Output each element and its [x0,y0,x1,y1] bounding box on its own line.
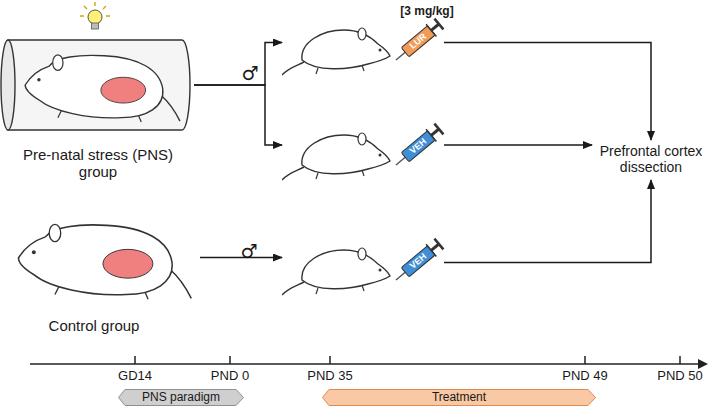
timepoint-label: PND 35 [300,368,360,383]
treated-mouse: VEH [282,110,444,180]
timeline-phase-band: Treatment [322,389,596,406]
offspring-mouse [282,28,390,75]
syringe [391,238,444,286]
node-label: VEH [398,128,438,164]
control-dam [18,224,191,299]
node-label: LUR [398,23,438,59]
timepoint-label: GD14 [105,368,165,383]
node-label: [3 mg/kg] [387,5,467,19]
restraint-tube [1,40,190,130]
node-label: VEH [398,243,438,279]
node-label: Control group [8,317,180,334]
timepoint-label: PND 0 [200,368,260,383]
band-shape [323,390,596,406]
treated-mouse: [3 mg/kg]LUR [282,5,444,80]
timeline-phase-band: PNS paradigm [118,389,244,406]
node-label: PNS paradigm [118,389,244,406]
timeline-axis [30,356,708,369]
band-shape [119,390,244,406]
outcome-step: Prefrontal cortex dissection [592,140,710,180]
offspring-mouse [282,133,390,180]
flow-arrow [444,144,592,146]
stress-group-illustration: Pre-natal stress (PNS) group [2,30,194,140]
flow-arrow [194,43,282,86]
light-bulb [80,2,110,29]
flow-arrow [444,180,651,263]
syringe [391,123,444,171]
flow-arrow [444,43,651,141]
sex-symbol: ♂ [220,62,280,84]
control-group-illustration: Control group [8,215,200,300]
treated-mouse: VEH [282,225,444,300]
flow-arrow [200,257,282,259]
syringe [391,18,444,66]
node-label: Pre-natal stress (PNS) group [8,146,188,181]
offspring-mouse [282,248,390,295]
flow-arrow [194,85,282,145]
timepoint-label: PND 50 [650,368,710,383]
node-label: Treatment [322,389,596,406]
timepoint-label: PND 49 [555,368,615,383]
node-label: Prefrontal cortex dissection [592,143,710,175]
sex-symbol: ♂ [219,240,279,262]
